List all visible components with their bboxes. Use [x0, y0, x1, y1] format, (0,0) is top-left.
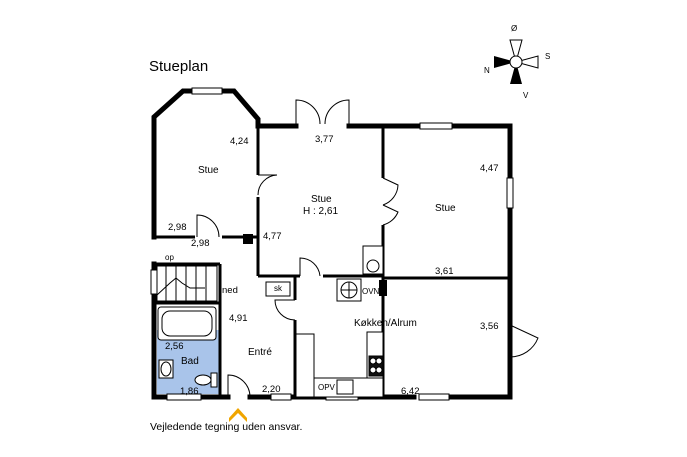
measure-424: 4,24	[230, 136, 249, 147]
compass-icon	[494, 39, 539, 84]
stairs-down-label: ned	[222, 285, 238, 296]
compass-v: V	[523, 91, 529, 100]
room-label-stue-center: Stue	[311, 194, 332, 205]
column	[379, 280, 387, 296]
room-label-stue-west: Stue	[198, 165, 219, 176]
compass-o: Ø	[511, 24, 518, 33]
oven-label: OVN	[362, 287, 380, 296]
room-height-stue-center: H : 2,61	[303, 206, 339, 217]
room-label-bath: Bad	[181, 356, 199, 367]
chimney	[243, 234, 253, 244]
bath-fixtures	[157, 306, 218, 388]
doors	[196, 99, 539, 398]
measure-377: 3,77	[315, 134, 334, 145]
staircase	[156, 265, 218, 302]
kitchen-fixtures	[265, 245, 384, 398]
measure-361: 3,61	[435, 266, 454, 277]
measure-298a: 2,98	[168, 222, 187, 233]
room-label-kitchen: Køkken/Alrum	[354, 318, 417, 329]
measure-447: 4,47	[480, 163, 499, 174]
measure-356: 3,56	[480, 321, 499, 332]
compass-s: S	[545, 52, 551, 61]
dishwasher-label: OPV	[318, 383, 335, 392]
plan-title: Stueplan	[149, 58, 209, 75]
entrance-arrow-icon	[229, 408, 247, 422]
measure-186: 1,86	[180, 386, 199, 397]
cupboard-label: sk	[274, 284, 282, 293]
measure-298b: 2,98	[191, 238, 210, 249]
measure-220: 2,20	[262, 384, 281, 395]
measure-491: 4,91	[229, 313, 248, 324]
disclaimer: Vejledende tegning uden ansvar.	[150, 421, 303, 433]
compass-n: N	[484, 66, 490, 75]
room-label-stue-east: Stue	[435, 203, 456, 214]
measure-477: 4,77	[263, 231, 282, 242]
measure-256: 2,56	[165, 341, 184, 352]
stairs-up-label: op	[165, 253, 174, 262]
measure-642: 6,42	[401, 386, 420, 397]
room-label-entrance: Entré	[248, 347, 272, 358]
